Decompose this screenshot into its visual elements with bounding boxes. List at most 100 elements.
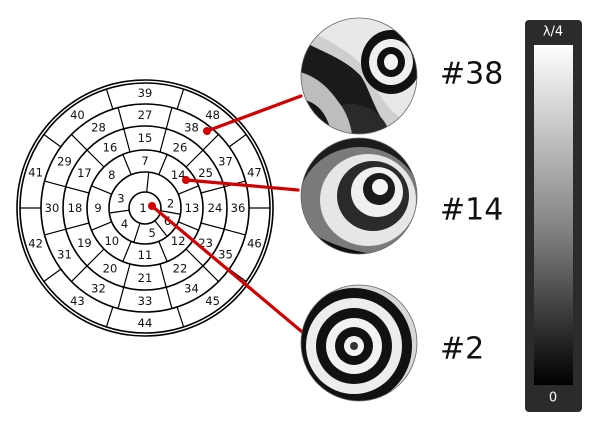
segment-label-16: 16 [103,140,118,154]
segment-map: 1234567891011121314151617181920212223242… [16,79,274,337]
segment-dividers [20,88,270,328]
segment-divider [65,222,90,230]
sample-label-14: #14 [440,193,503,228]
segment-label-48: 48 [205,108,220,122]
sample-label-38: #38 [440,57,503,92]
fringe-sample-2 [300,284,418,402]
segment-divider [200,186,225,194]
segment-label-22: 22 [173,262,188,276]
segment-label-35: 35 [218,248,233,262]
segment-divider [176,306,185,328]
leader-lines [148,94,309,338]
segment-divider [71,265,88,282]
segment-divider [228,134,247,148]
segment-divider [105,306,114,328]
fringe-sample-38 [300,17,418,135]
segment-divider [224,228,246,236]
segment-label-20: 20 [103,262,118,276]
segment-label-46: 46 [247,237,262,251]
segment-divider [202,134,219,151]
segment-label-7: 7 [141,154,148,168]
segment-label-32: 32 [91,282,106,296]
segment-label-19: 19 [77,236,92,250]
segment-divider [176,88,185,110]
segment-label-39: 39 [138,86,153,100]
segment-divider [160,210,181,215]
segment-divider [200,222,225,230]
segment-label-30: 30 [45,201,60,215]
segment-divider [158,241,168,262]
segment-label-42: 42 [28,237,43,251]
segment-divider [178,185,199,195]
segment-divider [122,241,132,262]
segment-divider [117,287,125,309]
segment-divider [44,228,66,236]
segment-divider [159,263,167,288]
scale-top-label: λ/4 [543,25,563,40]
segment-divider [117,107,125,129]
intensity-scale-bar: λ/4 0 [525,20,582,412]
segment-label-1: 1 [139,201,146,215]
segment-label-11: 11 [138,248,153,262]
segment-divider [185,248,204,267]
segment-label-44: 44 [138,316,153,330]
fringe-sample-14 [300,137,418,255]
segment-label-28: 28 [91,121,106,135]
leader-line-14 [184,178,300,192]
segment-label-29: 29 [57,155,72,169]
segment-label-5: 5 [149,226,156,240]
segment-label-36: 36 [231,201,246,215]
segment-divider [43,134,62,148]
segment-divider [133,223,141,243]
segment-divider [91,185,112,195]
segment-divider [158,154,168,175]
segment-label-14: 14 [171,168,186,182]
segment-label-17: 17 [77,166,92,180]
segment-divider [178,221,199,231]
segment-label-40: 40 [70,108,85,122]
segment-label-12: 12 [171,234,186,248]
segment-label-21: 21 [138,271,153,285]
segment-label-4: 4 [121,217,128,231]
segment-label-18: 18 [68,201,83,215]
segment-label-25: 25 [198,166,213,180]
segment-divider [44,180,66,188]
segment-divider [43,268,62,282]
segment-label-24: 24 [208,201,223,215]
segment-divider [71,134,88,151]
segment-divider [105,88,114,110]
segment-divider [146,172,150,193]
segment-divider [86,149,105,168]
segment-label-45: 45 [205,294,220,308]
segment-label-43: 43 [70,294,85,308]
segment-label-27: 27 [138,108,153,122]
segment-label-37: 37 [218,155,233,169]
segment-divider [109,209,130,214]
segment-divider [91,221,112,231]
segment-label-31: 31 [57,248,72,262]
segment-label-26: 26 [173,140,188,154]
segment-label-15: 15 [138,131,153,145]
leader-line-2 [150,204,309,338]
segment-divider [122,154,132,175]
segment-divider [159,128,167,153]
segment-label-10: 10 [104,234,119,248]
segment-label-41: 41 [28,166,43,180]
segment-divider [165,107,173,129]
segment-label-34: 34 [184,282,199,296]
segment-divider [202,265,219,282]
segment-divider [185,149,204,168]
sample-label-2: #2 [440,332,484,367]
leader-dot-14 [182,176,190,184]
segment-label-13: 13 [185,201,200,215]
segment-divider [86,248,105,267]
leader-dot-38 [203,127,211,135]
segment-divider [154,220,168,237]
leader-line-38 [205,94,303,133]
scale-bottom-label: 0 [549,391,557,406]
segment-label-8: 8 [108,168,115,182]
segment-divider [165,287,173,309]
segment-divider [65,186,90,194]
segment-divider [123,128,131,153]
